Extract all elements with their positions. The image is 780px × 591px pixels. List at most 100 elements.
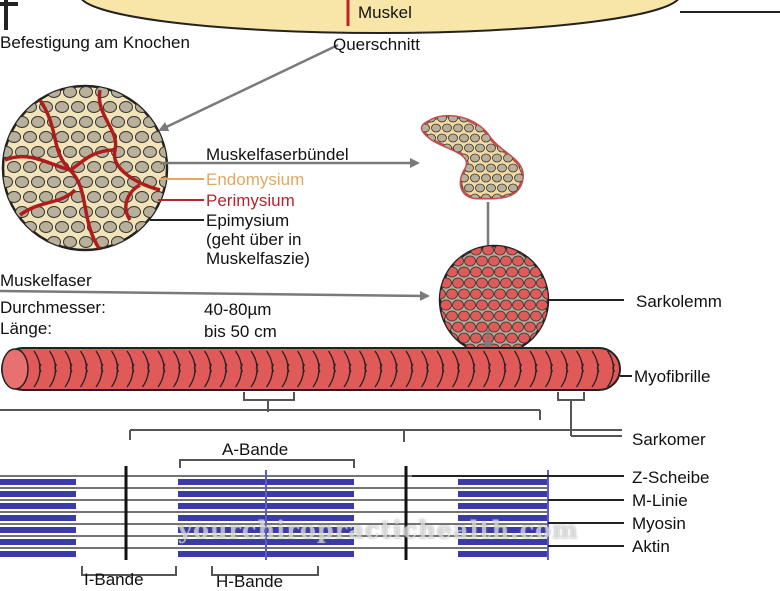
fascicle-fiber-dot <box>492 173 502 183</box>
muscle-fiber-cross-section <box>438 244 550 356</box>
fascicle-fiber-dot <box>464 143 474 153</box>
muscle-fiber-dot <box>87 131 101 143</box>
muscle-fiber-dot <box>31 176 45 188</box>
myofibril-dot <box>542 266 548 278</box>
myofibril-striation <box>488 361 491 375</box>
muscle-fiber-dot <box>15 116 29 128</box>
myofibril-striation <box>441 361 445 375</box>
muscle-fiber-dot <box>127 146 141 158</box>
myofibril-dot <box>470 288 482 300</box>
fascicle-fiber-dot <box>508 163 518 173</box>
muscle-fiber-dot <box>135 131 149 143</box>
arrow-querschnitt <box>158 43 339 132</box>
muscle-fiber-dot <box>111 206 125 218</box>
myofibril-striation <box>271 361 274 375</box>
fascicle-fiber-dot <box>448 116 458 123</box>
label-querschnitt: Querschnitt <box>333 35 420 54</box>
label-myosin: Myosin <box>632 514 686 533</box>
myosin-filament <box>0 503 76 509</box>
fascicle-fiber-dot <box>448 153 458 163</box>
myosin-filament <box>458 539 548 545</box>
label-perimysium: Perimysium <box>206 191 295 210</box>
muscle-fiber-dot <box>151 221 165 233</box>
fascicle-fiber-dot <box>431 143 441 153</box>
myofibril-dot <box>452 299 464 311</box>
fascicle-fiber-dot <box>508 123 518 133</box>
muscle-fiber-dot <box>103 101 117 113</box>
fascicle-fiber-dot <box>453 123 463 133</box>
myofibril-shape <box>1 347 621 391</box>
myofibril-dot <box>482 288 494 300</box>
muscle-fiber-dot <box>3 176 13 188</box>
myofibril-striation <box>116 361 119 375</box>
myofibril-striation <box>193 361 197 375</box>
myofibril-striation <box>209 361 212 375</box>
label-aktin: Aktin <box>632 537 670 556</box>
myosin-filament <box>0 515 76 521</box>
muscle-fiber-dot <box>87 161 101 173</box>
fascicle-fiber-dot <box>442 123 452 133</box>
fascicle-fiber-dot <box>437 193 447 199</box>
myofibril-striation <box>100 361 104 375</box>
sarcomere-filaments <box>0 466 549 560</box>
myofibril-dot <box>440 310 446 322</box>
muscle-fiber-dot <box>135 191 149 203</box>
muscle-fiber-dot <box>23 221 37 233</box>
fascicle-shape <box>420 114 524 200</box>
fascicle-fiber-dot <box>426 153 436 163</box>
fascicle-fiber-dot <box>519 143 523 153</box>
fascicle-fiber-dot <box>486 183 496 193</box>
muscle-fiber-dot <box>95 206 109 218</box>
muscle-fiber-dot <box>151 101 165 113</box>
myofibril-striation <box>224 361 228 375</box>
myofibril-striation <box>395 361 398 375</box>
label-z-scheibe: Z-Scheibe <box>632 468 710 487</box>
fascicle-fiber-dot <box>448 173 458 183</box>
myofibril-striation <box>286 361 290 375</box>
muscle-fiber-dot <box>31 236 45 248</box>
muscle-fiber-dot <box>3 206 13 218</box>
myosin-filament <box>0 551 76 557</box>
myofibril-dot <box>500 299 512 311</box>
myofibril-striation <box>178 361 181 375</box>
myofibril-dot <box>518 266 530 278</box>
fascicle-fiber-dot <box>437 116 447 123</box>
myofibril-dot <box>536 299 548 311</box>
muscle-fiber-dot <box>87 191 101 203</box>
fascicle-fiber-dot <box>514 193 523 199</box>
myofibril-dot <box>500 277 512 289</box>
myofibril-dot <box>488 299 500 311</box>
myofibril-dot <box>494 332 506 344</box>
myofibril-striation <box>550 361 553 375</box>
muscle-fiber-dot <box>143 116 157 128</box>
myofibril-dot <box>440 288 446 300</box>
myofibril-striation <box>503 361 507 375</box>
myofibril-striation <box>131 361 135 375</box>
myofibril-striation <box>472 361 476 375</box>
muscle-fiber-dot <box>103 221 117 233</box>
myofibril-dot <box>524 299 536 311</box>
myofibril-striation <box>333 361 336 375</box>
fascicle-fiber-dot <box>486 143 496 153</box>
muscle-fiber-dot <box>15 236 29 248</box>
label-muskelfaser: Muskelfaser <box>0 271 92 290</box>
fascicle-fiber-dot <box>453 143 463 153</box>
muscle-fiber-dot <box>63 206 77 218</box>
label-i-bande: I-Bande <box>84 570 144 589</box>
myofibril-dot <box>482 310 494 322</box>
fascicle-fiber-dot <box>442 183 452 193</box>
muscle-fiber-dot <box>7 101 21 113</box>
myofibril-dot <box>452 255 464 267</box>
fascicle-fiber-dot <box>431 123 441 133</box>
myofibril-dot <box>482 246 494 256</box>
myofibril-dot <box>530 246 542 256</box>
muscle-fiber-dot <box>71 101 85 113</box>
myofibril-dot <box>476 255 488 267</box>
myofibril-dot <box>440 246 446 256</box>
muscle-fiber-dot <box>119 221 133 233</box>
muscle-fiber-dot <box>71 221 85 233</box>
value-durchmesser: 40-80µm <box>204 300 272 319</box>
myofibril-dot <box>488 321 500 333</box>
sarkomer-bracket <box>129 429 622 442</box>
